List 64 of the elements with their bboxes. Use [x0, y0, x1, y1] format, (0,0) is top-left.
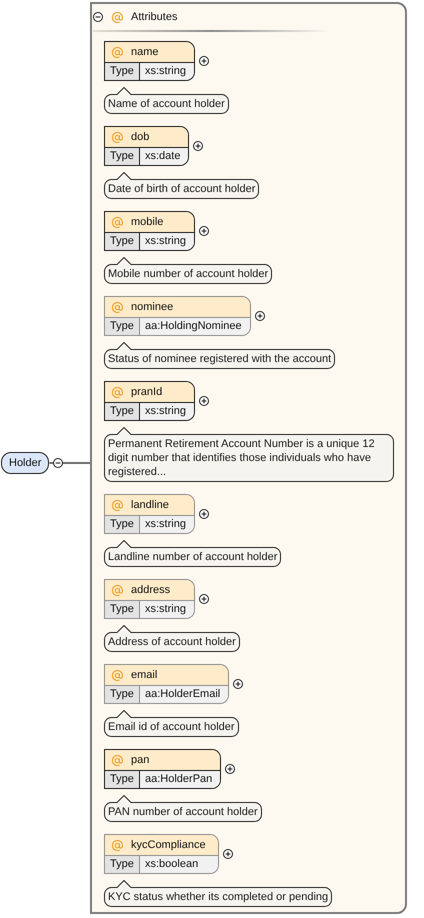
- type-label: Type: [105, 856, 140, 873]
- type-label: Type: [105, 403, 140, 420]
- description-text: Address of account holder: [107, 635, 237, 650]
- type-label: Type: [105, 318, 140, 335]
- description-text: Landline number of account holder: [107, 550, 278, 565]
- attribute-name: kycCompliance: [131, 838, 206, 852]
- annotation-bubble: [104, 880, 332, 907]
- attribute-box: [104, 211, 195, 251]
- attribute-name: address: [131, 583, 170, 597]
- attribute-box: [104, 834, 219, 874]
- description-text: KYC status whether its completed or pending: [107, 890, 330, 905]
- annotation-bubble: [104, 87, 229, 114]
- description-text: PAN number of account holder: [107, 805, 259, 820]
- type-label: Type: [105, 148, 140, 165]
- attribute-box: [104, 126, 190, 166]
- type-value: xs:string: [140, 601, 194, 618]
- attribute-name: landline: [131, 498, 169, 512]
- element-node: Holder: [1, 452, 50, 474]
- type-label: Type: [105, 516, 140, 533]
- type-label: Type: [105, 601, 140, 618]
- annotation-bubble: [104, 342, 336, 369]
- type-value: xs:string: [140, 63, 194, 80]
- attribute-name: dob: [131, 130, 150, 144]
- attribute-name: name: [131, 45, 159, 59]
- description-text: Email id of account holder: [107, 720, 236, 735]
- annotation-bubble: [104, 795, 262, 822]
- attribute-box: [104, 381, 195, 421]
- description-text: Permanent Retirement Account Number is a unique 12 digit number that identifies those individuals who have registered...: [107, 437, 376, 480]
- attribute-name: pranId: [131, 385, 162, 399]
- description-text: Mobile number of account holder: [107, 267, 270, 282]
- type-label: Type: [105, 771, 140, 788]
- attribute-name: nominee: [131, 300, 174, 314]
- annotation-bubble: [104, 257, 272, 284]
- attribute-box: [104, 41, 195, 81]
- attribute-box: [104, 664, 230, 704]
- attribute-name: email: [131, 668, 158, 682]
- type-value: aa:HoldingNominee: [140, 318, 250, 335]
- type-label: Type: [105, 686, 140, 703]
- type-value: xs:date: [140, 148, 188, 165]
- annotation-bubble: [104, 710, 239, 737]
- type-value: xs:string: [140, 233, 194, 250]
- type-value: xs:string: [140, 516, 194, 533]
- annotation-bubble: [104, 427, 394, 482]
- type-label: Type: [105, 63, 140, 80]
- description-text: Date of birth of account holder: [107, 182, 256, 197]
- annotation-bubble: [104, 172, 260, 199]
- attribute-box: [104, 494, 195, 534]
- panel-title: Attributes: [131, 10, 178, 24]
- attribute-box: [104, 749, 222, 789]
- attribute-box: [104, 579, 195, 619]
- connector-line: [49, 462, 90, 464]
- attribute-box: [104, 296, 251, 336]
- annotation-bubble: [104, 625, 240, 652]
- type-value: aa:HolderEmail: [140, 686, 228, 703]
- attribute-name: pan: [131, 753, 150, 767]
- type-value: xs:string: [140, 403, 194, 420]
- type-value: xs:boolean: [140, 856, 218, 873]
- annotation-bubble: [104, 540, 282, 567]
- description-text: Status of nominee registered with the account: [107, 352, 332, 367]
- attributes-panel: [90, 2, 407, 914]
- description-text: Name of account holder: [107, 97, 226, 112]
- attribute-name: mobile: [131, 215, 164, 229]
- type-label: Type: [105, 233, 140, 250]
- type-value: aa:HolderPan: [140, 771, 220, 788]
